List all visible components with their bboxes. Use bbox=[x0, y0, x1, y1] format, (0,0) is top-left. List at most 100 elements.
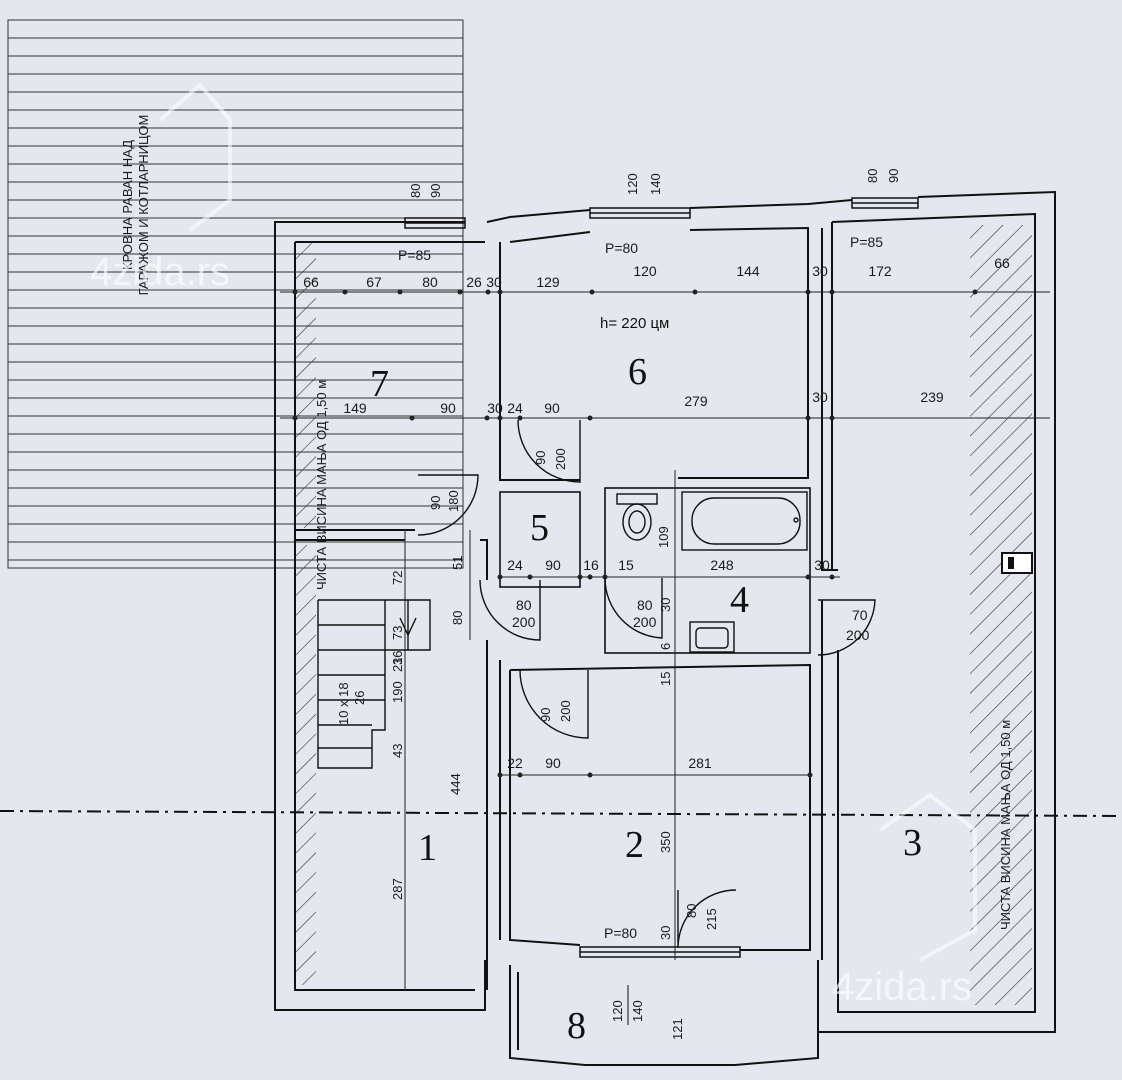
vdim-text: 43 bbox=[390, 744, 405, 758]
dim-text: 66 bbox=[303, 274, 319, 290]
dim-text: 80 bbox=[422, 274, 438, 290]
vdim-text: 80 bbox=[450, 611, 465, 625]
ceiling-height: h= 220 цм bbox=[600, 315, 669, 332]
dimension-tick bbox=[397, 289, 403, 295]
dim-text: 30 bbox=[487, 400, 503, 416]
dim-text: 16 bbox=[583, 557, 599, 573]
vdim-text: 30 bbox=[658, 926, 673, 940]
dim-text: 281 bbox=[688, 755, 712, 771]
window8-top: 120 bbox=[610, 1000, 625, 1022]
dimension-tick bbox=[589, 289, 595, 295]
window8-bottom: 140 bbox=[630, 1000, 645, 1022]
dim-text: 129 bbox=[536, 274, 560, 290]
dim-text: 22 bbox=[507, 755, 523, 771]
dimension-tick bbox=[497, 574, 503, 580]
dimension-tick bbox=[829, 289, 835, 295]
window2-p: P=80 bbox=[604, 925, 637, 941]
dimension-tick bbox=[292, 289, 298, 295]
dimension-tick bbox=[587, 415, 593, 421]
dim-text: 120 bbox=[633, 263, 657, 279]
toilet-icon bbox=[616, 493, 658, 541]
windows bbox=[404, 197, 919, 958]
room-label-1: 1 bbox=[418, 827, 437, 869]
dimension-tick bbox=[587, 574, 593, 580]
watermark-logo-top bbox=[158, 82, 232, 232]
vertical-dims: 109 72 51 80 73 21 190 36 43 444 287 15 … bbox=[390, 526, 685, 1040]
dim-text: 26 bbox=[466, 274, 482, 290]
outer-walls bbox=[274, 190, 1056, 1066]
clearance-note-right: ЧИСТА ВИСИНА МАЊА ОД 1,50 м bbox=[998, 720, 1013, 930]
dimension-ticks bbox=[292, 289, 978, 778]
window3-p: P=85 bbox=[850, 234, 883, 250]
clearance-note-left: ЧИСТА ВИСИНА МАЊА ОД 1,50 м bbox=[314, 380, 329, 590]
watermark-bottom: 4zida.rs bbox=[832, 965, 972, 1009]
room-label-3: 3 bbox=[903, 822, 922, 864]
door2-w: 90 bbox=[538, 708, 553, 722]
vdim-text: 73 bbox=[390, 626, 405, 640]
dim-text: 172 bbox=[868, 263, 892, 279]
door8-w: 80 bbox=[684, 904, 699, 918]
stair-tread: 26 bbox=[352, 691, 367, 705]
dimension-tick bbox=[829, 574, 835, 580]
dim-text: 30 bbox=[486, 274, 502, 290]
vdim-text: 72 bbox=[390, 571, 405, 585]
vdim-text: 36 bbox=[390, 651, 405, 665]
room-label-2: 2 bbox=[625, 824, 644, 866]
room-labels: 7 6 5 4 1 2 3 8 bbox=[370, 351, 922, 1047]
dim-text: 279 bbox=[684, 393, 708, 409]
vdim-text: 287 bbox=[390, 878, 405, 900]
dimension-tick bbox=[457, 289, 463, 295]
dimension-tick bbox=[497, 289, 503, 295]
hatch-room1 bbox=[296, 545, 316, 985]
dimension-tick bbox=[805, 415, 811, 421]
door8-h: 215 bbox=[704, 908, 719, 930]
dimension-tick bbox=[527, 574, 533, 580]
door7-h: 180 bbox=[446, 490, 461, 512]
roof-hatch-lines bbox=[8, 37, 463, 561]
dimension-tick bbox=[517, 772, 523, 778]
dimension-tick bbox=[342, 289, 348, 295]
vdim-text: 51 bbox=[450, 556, 465, 570]
window6-top: 120 bbox=[625, 173, 640, 195]
dim-text: 30 bbox=[812, 389, 828, 405]
room-label-4: 4 bbox=[730, 579, 749, 621]
dim-text: 24 bbox=[507, 557, 523, 573]
door2-h: 200 bbox=[558, 700, 573, 722]
door6-w: 90 bbox=[533, 451, 548, 465]
dim-text: 248 bbox=[710, 557, 734, 573]
dimension-tick bbox=[805, 289, 811, 295]
dimension-tick bbox=[602, 574, 608, 580]
vdim-text: 190 bbox=[390, 681, 405, 703]
roof-plane: КРОВНА РАВАН НАД ГАРАЖОМ И КОТЛАРНИЦОМ bbox=[7, 19, 464, 569]
bathtub-icon bbox=[681, 491, 808, 551]
dim-text: 24 bbox=[507, 400, 523, 416]
dimension-tick bbox=[692, 289, 698, 295]
vdim-text: 109 bbox=[656, 526, 671, 548]
window3-bottom: 90 bbox=[886, 169, 901, 183]
dimension-tick bbox=[292, 415, 298, 421]
dimension-tick bbox=[587, 772, 593, 778]
dimension-tick bbox=[807, 772, 813, 778]
room-label-6: 6 bbox=[628, 351, 647, 393]
dim-text: 66 bbox=[994, 255, 1010, 271]
staircase bbox=[317, 599, 431, 769]
vdim-text: 30 bbox=[658, 598, 673, 612]
dims-bath-row: 24 90 16 15 248 30 bbox=[507, 557, 830, 573]
dim-text: 144 bbox=[736, 263, 760, 279]
dimension-lines bbox=[280, 291, 1050, 990]
window7-p: P=85 bbox=[398, 247, 431, 263]
window7-top: 80 bbox=[408, 184, 423, 198]
vdim-text: 350 bbox=[658, 831, 673, 853]
window6-bottom: 140 bbox=[648, 173, 663, 195]
hatch-room3 bbox=[970, 225, 1032, 1005]
door3-w: 70 bbox=[852, 607, 868, 623]
dimension-tick bbox=[829, 415, 835, 421]
room-label-5: 5 bbox=[530, 507, 549, 549]
dim-text: 30 bbox=[814, 557, 830, 573]
dimension-tick bbox=[577, 574, 583, 580]
sink-icon bbox=[689, 621, 735, 653]
dims-mid-row: 149 90 30 24 90 279 30 239 bbox=[343, 389, 944, 416]
door5-w: 80 bbox=[516, 597, 532, 613]
dims-top-row: 66 67 80 26 30 129 120 144 30 172 66 bbox=[303, 255, 1010, 290]
